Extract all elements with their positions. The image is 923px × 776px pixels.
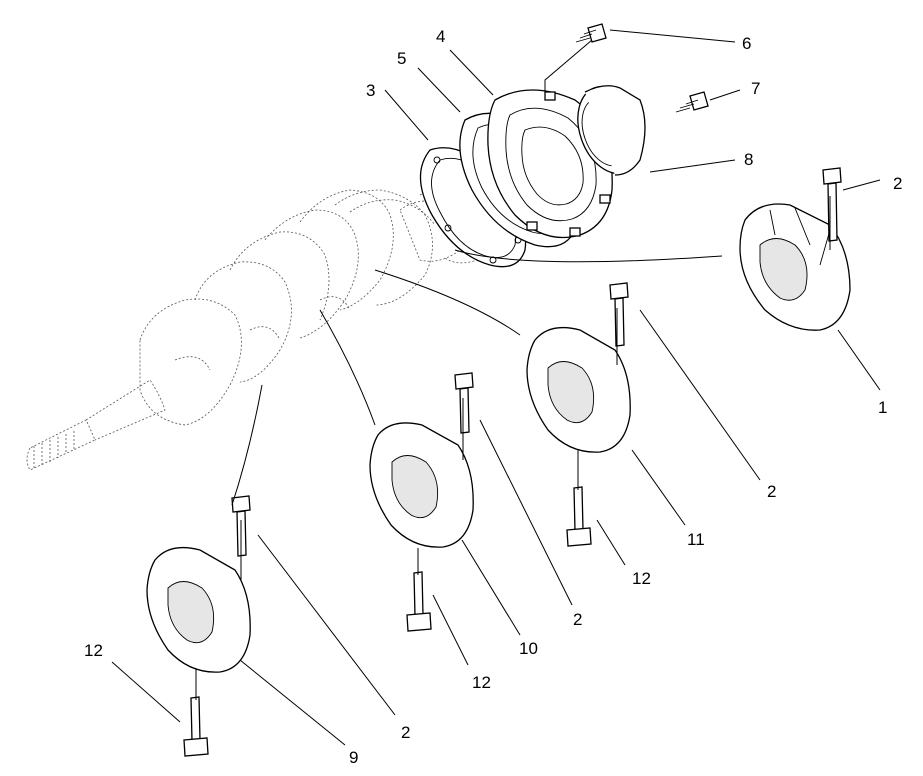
callout-10: 10 <box>519 639 538 658</box>
bolt-12-cap10 <box>406 571 432 632</box>
callout-2-cap10: 2 <box>573 610 582 629</box>
callout-12-cap11: 12 <box>632 569 651 588</box>
callout-labels: 1 2 2 2 2 3 4 5 6 7 8 9 10 11 12 12 12 <box>84 27 902 767</box>
bearing-cap-9 <box>146 546 251 673</box>
callout-5: 5 <box>397 49 406 68</box>
callout-leaders <box>111 29 881 746</box>
callout-6: 6 <box>742 34 751 53</box>
bolt-2-cap10 <box>454 372 474 434</box>
assembly-guide-lines <box>195 39 831 700</box>
callout-4: 4 <box>436 27 445 46</box>
callout-3: 3 <box>366 81 375 100</box>
bolt-12-cap11 <box>566 486 592 547</box>
callout-8: 8 <box>744 150 753 169</box>
callout-2-cap9: 2 <box>401 723 410 742</box>
crankshaft <box>26 182 501 471</box>
bolt-2-cap11 <box>609 282 629 347</box>
callout-12-cap10: 12 <box>472 673 491 692</box>
callout-7: 7 <box>751 79 760 98</box>
callout-12-cap9: 12 <box>84 641 103 660</box>
bearing-cap-1 <box>739 203 851 331</box>
bolt-12-cap9 <box>183 696 209 757</box>
screw-7 <box>675 91 709 113</box>
callout-2-cap1: 2 <box>893 174 902 193</box>
callout-1: 1 <box>878 398 887 417</box>
screw-6 <box>575 23 607 43</box>
bearing-cap-10 <box>369 422 474 548</box>
oil-seal <box>577 85 646 176</box>
bearing-cap-11 <box>526 326 631 453</box>
callout-9: 9 <box>349 748 358 767</box>
callout-11: 11 <box>687 530 705 549</box>
callout-2-cap11: 2 <box>767 482 776 501</box>
